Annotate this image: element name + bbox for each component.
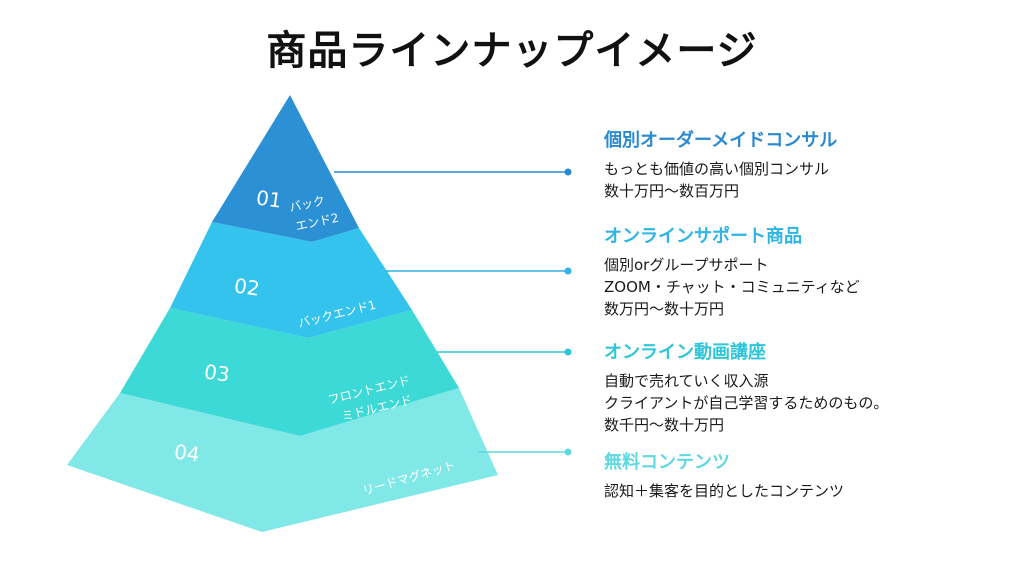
tier-heading: 個別オーダーメイドコンサル: [604, 130, 838, 151]
tier-detail-line: クライアントが自己学習するためのもの。: [604, 394, 889, 412]
tier-detail-line: 認知＋集客を目的としたコンテンツ: [604, 482, 845, 500]
connector-line-04: [478, 448, 572, 456]
tier-heading: 無料コンテンツ: [604, 452, 730, 473]
tier-number: 01: [255, 185, 284, 212]
page-title: 商品ラインナップイメージ: [266, 28, 758, 74]
connector-line-02: [386, 267, 572, 275]
tier-number: 03: [203, 359, 232, 386]
tier-number: 02: [233, 273, 262, 300]
pyramid-tier-03: [120, 308, 459, 436]
pyramid-tier-02: [170, 222, 412, 338]
tier-detail-line: ZOOM・チャット・コミュニティなど: [604, 278, 860, 296]
tier-heading: オンラインサポート商品: [604, 226, 802, 247]
connector-line-03: [437, 348, 572, 356]
tier-description-04: 無料コンテンツ 認知＋集客を目的としたコンテンツ: [604, 448, 844, 502]
tier-description-01: 個別オーダーメイドコンサル もっとも価値の高い個別コンサル 数十万円〜数百万円: [604, 126, 837, 202]
tier-number: 04: [173, 439, 202, 466]
tier-description-02: オンラインサポート商品 個別orグループサポート ZOOM・チャット・コミュニテ…: [604, 222, 860, 320]
tier-detail-line: 個別orグループサポート: [604, 256, 769, 274]
tier-detail-line: 数千円〜数十万円: [604, 416, 725, 434]
pyramid-tier-04: [67, 388, 498, 532]
tier-description-03: オンライン動画講座 自動で売れていく収入源 クライアントが自己学習するためのもの…: [604, 338, 888, 436]
tier-heading: オンライン動画講座: [604, 342, 766, 363]
connector-line-01: [334, 168, 572, 176]
tier-detail-line: もっとも価値の高い個別コンサル: [604, 160, 830, 178]
tier-detail-line: 数十万円〜数百万円: [604, 182, 740, 200]
tier-detail-line: 自動で売れていく収入源: [604, 372, 769, 390]
tier-detail-line: 数万円〜数十万円: [604, 300, 725, 318]
pyramid-tier-01: [212, 95, 359, 242]
